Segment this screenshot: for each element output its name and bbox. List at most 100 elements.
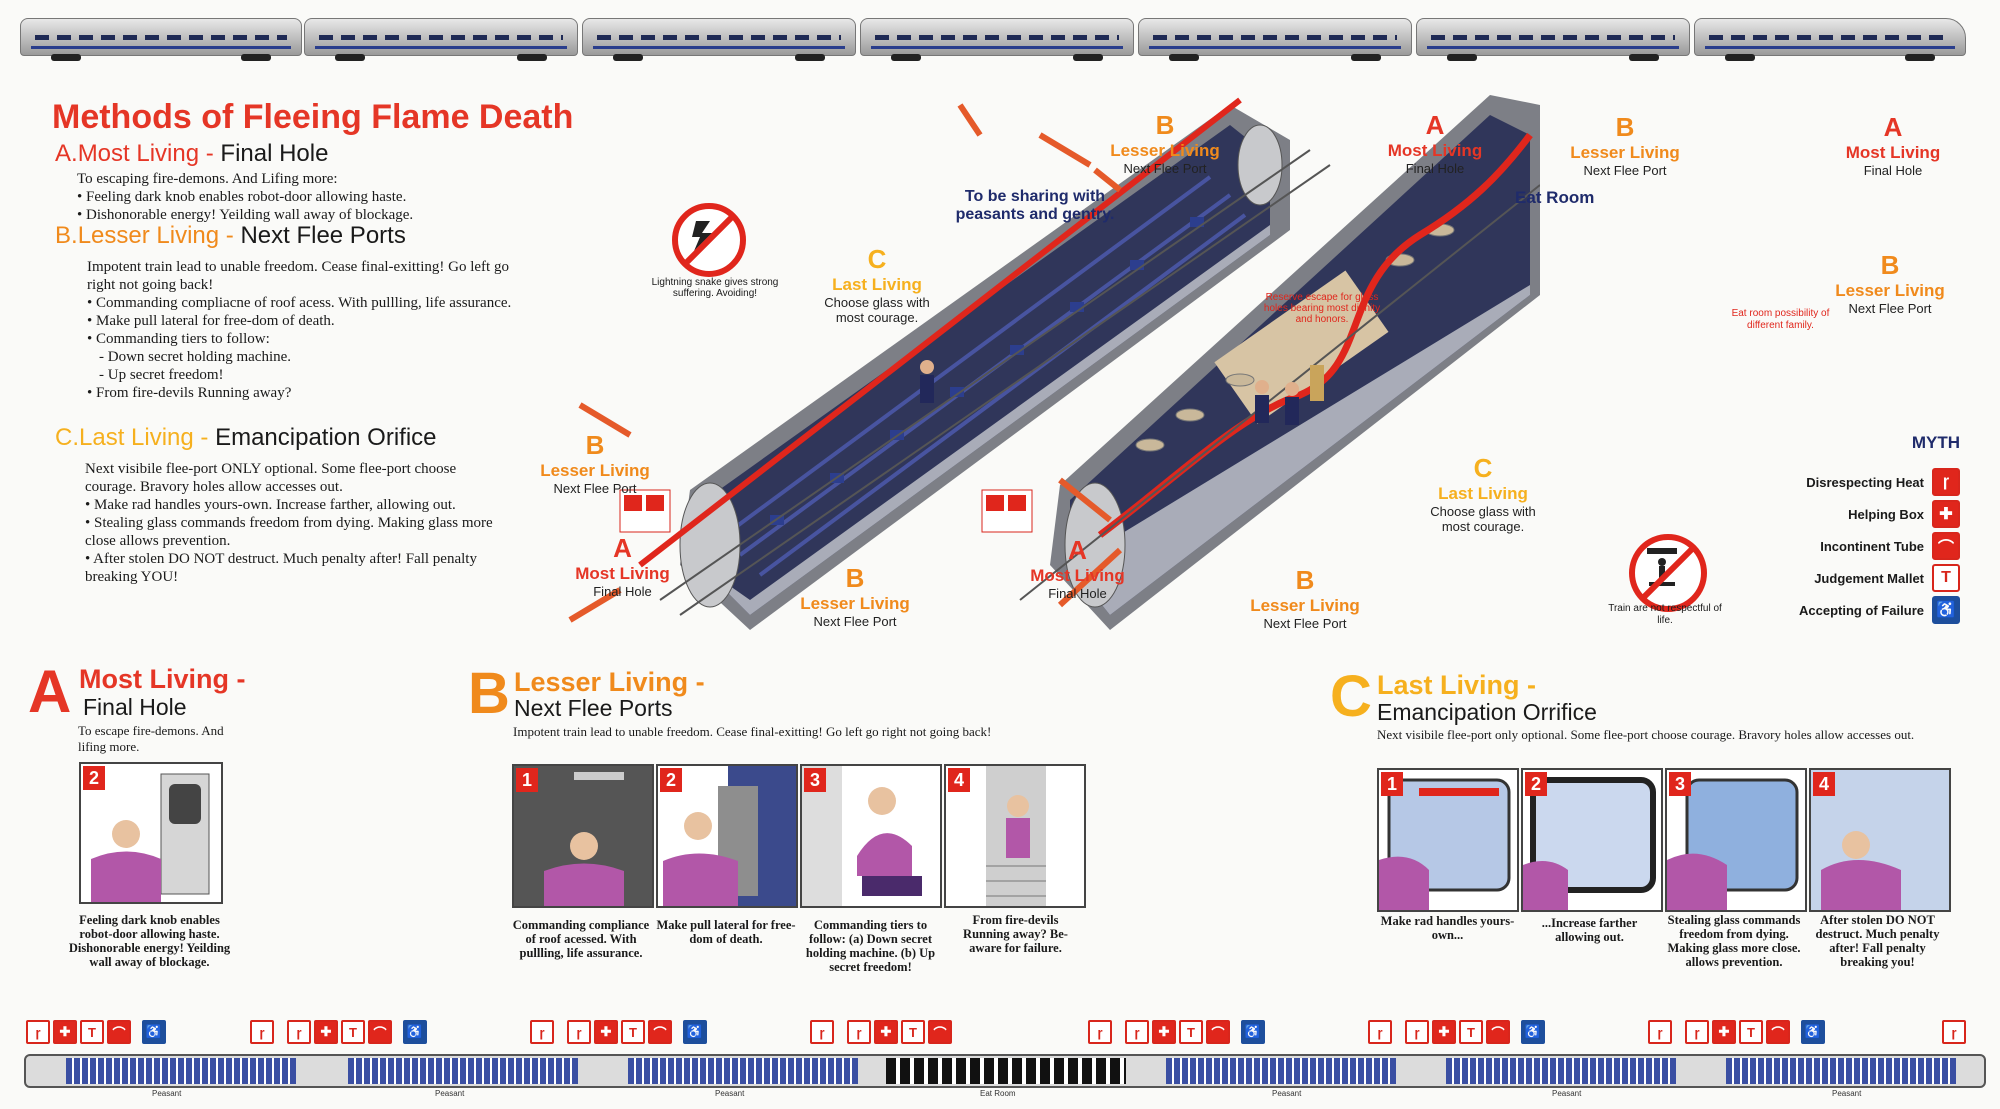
extinguisher-icon: ⌒ xyxy=(107,1020,131,1044)
step-b3-caption: Commanding tiers to follow: (a) Down sec… xyxy=(805,918,936,974)
letter-c: C xyxy=(867,244,887,274)
mallet-icon: T xyxy=(901,1020,925,1044)
page-title: Methods of Fleeing Flame Death xyxy=(52,98,574,136)
wheelchair-icon: ♿ xyxy=(683,1020,707,1044)
label-lesser-living-b3: B Lesser Living Next Flee Port xyxy=(790,563,920,629)
step-c2-panel: 2 xyxy=(1521,768,1663,912)
no-lightning-icon xyxy=(672,203,746,277)
coach-car-cutaway xyxy=(638,97,1331,630)
guide-b-bullet: • Commanding tiers to follow: xyxy=(87,331,270,347)
lesser-living-label: Lesser Living xyxy=(800,594,910,613)
legend-label: Disrespecting Heat xyxy=(1806,474,1924,490)
guide-b-intro: Impotent train lead to unable freedom. C… xyxy=(87,259,509,293)
choose-glass-label: Choose glass with most courage. xyxy=(824,295,930,325)
plan-car-coach xyxy=(1726,1058,1956,1084)
extinguisher-icon: ⌒ xyxy=(1206,1020,1230,1044)
next-flee-port-label: Next Flee Port xyxy=(1123,161,1207,176)
guide-section-c: C.Last Living - Emancipation Orifice Nex… xyxy=(55,424,505,586)
legend-label: Incontinent Tube xyxy=(1820,538,1924,554)
step-illustration xyxy=(91,773,210,902)
lesser-living-label: Lesser Living xyxy=(540,461,650,480)
hammer-icon: ɼ xyxy=(1648,1020,1672,1044)
sharing-caption: To be sharing with peasants and gentry. xyxy=(955,188,1115,223)
first-aid-icon: ✚ xyxy=(1712,1020,1736,1044)
label-lesser-living-b4: B Lesser Living Next Flee Port xyxy=(1560,112,1690,178)
lightning-sign-caption: Lightning snake gives strong suffering. … xyxy=(651,277,779,299)
extinguisher-icon: ⌒ xyxy=(1766,1020,1790,1044)
hammer-icon: ɼ xyxy=(1942,1020,1966,1044)
train-silhouette-strip xyxy=(20,14,1980,62)
car-icon-set: ɼ xyxy=(1942,1020,1966,1044)
hammer-icon: ɼ xyxy=(530,1020,554,1044)
guide-c-bullet: • Make rad handles yours-own. Increase f… xyxy=(85,497,456,513)
extinguisher-icon: ⌒ xyxy=(1932,532,1960,560)
step-number: 1 xyxy=(1381,772,1403,796)
plan-car-dining xyxy=(886,1058,1126,1084)
train-car-image xyxy=(1416,18,1690,61)
step-b3-panel: 3 xyxy=(800,764,942,908)
guide-section-b: B.Lesser Living - Next Flee Ports Impote… xyxy=(55,222,511,402)
step-b2-panel: 2 xyxy=(656,764,798,908)
wheelchair-icon: ♿ xyxy=(1241,1020,1265,1044)
legend-label: Judgement Mallet xyxy=(1814,570,1924,586)
section-a-intro: To escape fire-demons. And lifing more. xyxy=(78,723,224,754)
guide-c-bullet: • After stolen DO NOT destruct. Much pen… xyxy=(85,551,477,585)
train-sign-caption: Train are not respectful of life. xyxy=(1608,603,1722,626)
lesser-living-label: Lesser Living xyxy=(1250,596,1360,615)
plan-label-eat-room: Eat Room xyxy=(980,1089,1016,1098)
plan-label-peasant: Peasant xyxy=(435,1089,465,1098)
guide-c-bullet: • Stealing glass commands freedom from d… xyxy=(85,515,493,549)
extinguisher-icon: ⌒ xyxy=(368,1020,392,1044)
letter-b: B xyxy=(1615,112,1635,142)
section-a-subtitle: Final Hole xyxy=(83,694,187,720)
label-most-living-a1: A Most Living Final Hole xyxy=(1380,110,1490,176)
next-flee-port-label: Next Flee Port xyxy=(813,614,897,629)
guide-c-intro: Next visibile flee-port ONLY optional. S… xyxy=(85,461,457,495)
next-flee-port-label: Next Flee Port xyxy=(553,481,637,496)
step-b4-panel: 4 xyxy=(944,764,1086,908)
guide-c-sep: - xyxy=(193,424,216,451)
lesser-living-label: Lesser Living xyxy=(1835,281,1945,300)
plan-car-coach xyxy=(1166,1058,1396,1084)
guide-a-sep: - xyxy=(199,140,221,167)
train-car-image xyxy=(1694,18,1966,61)
section-c-title: Last Living - xyxy=(1377,670,1537,700)
section-b-letter: B xyxy=(468,661,510,726)
final-hole-label: Final Hole xyxy=(1405,161,1465,176)
label-most-living-a4: A Most Living Final Hole xyxy=(1020,535,1135,601)
no-train-track-icon xyxy=(1629,534,1707,612)
most-living-label: Most Living xyxy=(1845,143,1941,162)
wheelchair-icon: ♿ xyxy=(403,1020,427,1044)
wheelchair-icon: ♿ xyxy=(1521,1020,1545,1044)
hammer-icon: ɼ xyxy=(1685,1020,1709,1044)
eat-room-label: Eat Room xyxy=(1515,188,1595,207)
guide-c-heading: C.Last Living - Emancipation Orifice xyxy=(55,424,505,452)
next-flee-port-label: Next Flee Port xyxy=(1263,616,1347,631)
legend-title: MYTH xyxy=(1911,433,1960,452)
hammer-icon: ɼ xyxy=(1405,1020,1429,1044)
guide-b-list: • Commanding compliacne of roof acess. W… xyxy=(87,294,517,402)
plan-car-coach xyxy=(628,1058,858,1084)
step-a2-panel: 2 xyxy=(79,762,223,904)
hammer-icon: ɼ xyxy=(250,1020,274,1044)
guide-section-a: A.Most Living - Final Hole To escaping f… xyxy=(55,140,505,224)
guide-b-prefix: B. xyxy=(55,222,78,249)
hammer-icon: ɼ xyxy=(287,1020,311,1044)
train-floor-plan xyxy=(24,1054,1986,1088)
label-last-living-c2: C Last Living Choose glass with most cou… xyxy=(1418,453,1548,534)
guide-b-bullet: • Make pull lateral for free-dom of deat… xyxy=(87,313,335,329)
plan-car-coach xyxy=(1446,1058,1676,1084)
guide-c-title: Last Living xyxy=(79,424,194,451)
plan-label-peasant: Peasant xyxy=(1552,1089,1582,1098)
extinguisher-icon: ⌒ xyxy=(648,1020,672,1044)
hammer-icon: ɼ xyxy=(1368,1020,1392,1044)
letter-b: B xyxy=(1880,250,1900,280)
step-number: 1 xyxy=(516,768,538,792)
guide-a-sub: Final Hole xyxy=(220,140,329,167)
section-a-title: Most Living - xyxy=(79,664,246,694)
step-b1-panel: 1 xyxy=(512,764,654,908)
